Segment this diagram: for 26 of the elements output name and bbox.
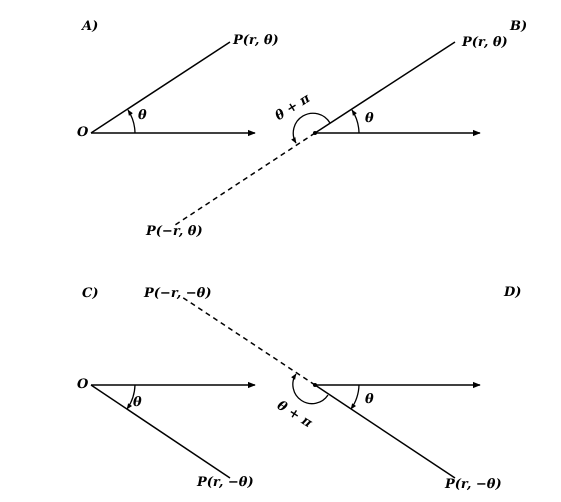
panel-letter: B) (510, 19, 528, 35)
origin-point (313, 383, 317, 387)
point-label: P(−r, −θ) (144, 286, 212, 302)
point-label: P(r, θ) (462, 35, 508, 51)
ray-line (314, 41, 456, 134)
point-label: P(r, −θ) (445, 477, 502, 493)
point-label: P(r, θ) (233, 33, 279, 49)
angle-label: θ (133, 395, 142, 411)
panel-letter: A) (82, 19, 98, 35)
panel-letter: D) (504, 285, 522, 301)
ray-line (90, 41, 230, 134)
origin-point (313, 131, 317, 135)
point-label: O (77, 377, 88, 393)
point-label: P(r, −θ) (197, 475, 254, 491)
angle-label: θ (138, 108, 147, 124)
ray-line (314, 384, 456, 479)
angle-label: θ (365, 111, 374, 127)
panel-letter: C) (82, 286, 98, 302)
angle-label: θ + π (274, 398, 314, 432)
dashed-line (174, 132, 316, 226)
angle-label: θ (365, 392, 374, 408)
point-label: P(−r, θ) (146, 224, 203, 240)
point-label: O (77, 125, 88, 141)
angle-label: θ + π (272, 91, 314, 125)
dashed-line (182, 296, 316, 386)
ray-line (90, 384, 230, 479)
